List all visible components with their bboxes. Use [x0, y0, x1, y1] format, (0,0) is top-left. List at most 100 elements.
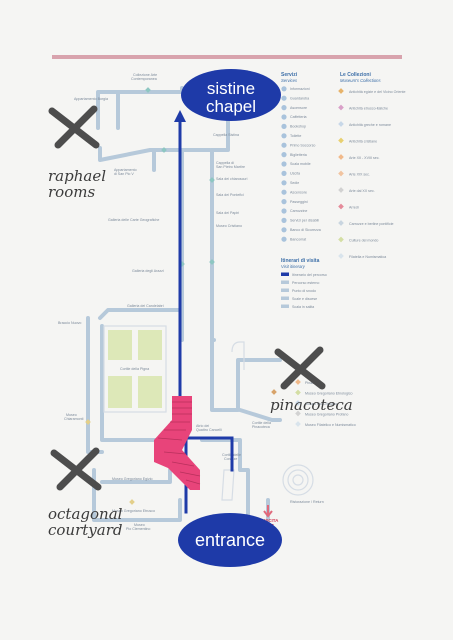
- label-museo-pio-1: Museo: [134, 523, 145, 527]
- service-icon: [281, 189, 287, 195]
- label-galleria-candelabri: Galleria dei Candelabri: [127, 304, 164, 308]
- service-label: Caffetteria: [290, 115, 307, 119]
- service-icon: [281, 180, 287, 186]
- place-labels: Collezione Arte Contemporanea Appartamen…: [58, 73, 324, 531]
- pigna-garden: [108, 330, 162, 408]
- service-item: Informazioni: [281, 86, 310, 92]
- collection-swatch: [338, 187, 344, 193]
- label-cortile-pinacoteca-2: Pinacoteca: [252, 425, 270, 429]
- sistine-label-1: sistine: [207, 79, 255, 98]
- entrance-bubble-shape: [178, 513, 282, 567]
- service-icon: [281, 161, 287, 167]
- sistine-bubble[interactable]: sistine chapel: [181, 69, 281, 121]
- museum-label: Museo Pio Cristiano: [305, 402, 337, 406]
- service-item: Biglietteria: [281, 152, 307, 158]
- label-galleria-carte: Galleria delle Carte Geografiche: [108, 218, 159, 222]
- label-sala-pontefici: Sala dei Pontefici: [216, 193, 244, 197]
- step: [163, 451, 187, 455]
- service-item: Primo Soccorso: [281, 142, 315, 148]
- raphael-label-2: rooms: [48, 183, 95, 201]
- label-appartamento-borgia: Appartamento Borgia: [74, 97, 108, 101]
- garden-tl: [108, 330, 132, 360]
- x-stroke: [56, 447, 100, 491]
- service-label: Uscita: [290, 172, 300, 176]
- service-label: Sedie: [290, 181, 299, 185]
- collection-swatch: [338, 154, 344, 160]
- label-chiaramonti-2: Chiaramonti: [64, 417, 84, 421]
- collections-subtitle: Museum's Collections: [340, 78, 382, 83]
- octagonal-label-2: courtyard: [48, 521, 122, 539]
- exit-label: USCITA: [262, 518, 279, 523]
- marker: [209, 259, 215, 265]
- service-item: Toilette: [281, 133, 301, 139]
- routes-subtitle: Visit itinerary: [281, 264, 306, 269]
- step: [179, 471, 201, 477]
- marker: [209, 177, 215, 183]
- route-label: Scala in salita: [292, 305, 314, 309]
- label-museo-etrusco: Museo Gregoriano Etrusco: [112, 509, 155, 513]
- service-item: Ascensore: [281, 189, 307, 195]
- label-appartamento-pio-1: Appartamento: [114, 168, 137, 172]
- collection-item: Antichità etrusco-italiche: [338, 104, 388, 111]
- museum-swatch: [295, 379, 301, 385]
- path-raphael: [98, 146, 212, 162]
- sistine-label-2: chapel: [206, 97, 256, 116]
- path-bottom-left: [92, 468, 182, 522]
- x-mark-octagonal-icon: [50, 447, 102, 491]
- collection-swatch: [338, 220, 344, 226]
- collection-swatch: [338, 121, 344, 127]
- spiral-outline-3: [292, 474, 304, 486]
- service-icon: [281, 142, 287, 148]
- garden-tr: [138, 330, 162, 360]
- museum-item: Museo Filatelico e Numismatico: [295, 421, 356, 427]
- stairs-steps: [157, 401, 201, 485]
- service-item: Guardaroba: [281, 95, 309, 101]
- route-label: Percorso esterno: [292, 281, 319, 285]
- step: [157, 437, 183, 441]
- collection-swatch: [338, 203, 344, 210]
- service-icon: [281, 199, 287, 205]
- label-museo-egizio: Museo Gregoriano Egizio: [112, 477, 153, 481]
- collection-swatch: [338, 104, 344, 111]
- entrance-bubble[interactable]: entrance: [178, 513, 282, 567]
- museum-swatch: [295, 389, 301, 396]
- collection-item: Culture del mondo: [338, 236, 378, 243]
- service-icon: [281, 133, 287, 139]
- collection-item: Arte dal XX sec.: [338, 187, 375, 193]
- route-item: Scale e discese: [281, 296, 317, 301]
- route-swatch: [281, 296, 289, 300]
- collection-label: Antichità egizie e del Vicino Oriente: [349, 90, 405, 94]
- raphael-label-1: raphael: [48, 167, 106, 185]
- header-bar: [52, 55, 402, 59]
- route-swatch: [281, 288, 289, 292]
- path-borgia: [96, 90, 120, 130]
- entrance-label: entrance: [195, 530, 265, 550]
- garden-br: [138, 376, 162, 408]
- service-icon: [281, 208, 287, 214]
- marker: [271, 389, 277, 395]
- service-label: Primo Soccorso: [290, 143, 315, 147]
- collection-swatch: [338, 236, 344, 243]
- route-label: Itinerario del percorso: [292, 273, 327, 277]
- collection-label: Arte XII - XVIII sec.: [349, 156, 380, 160]
- collection-item: Filatelia e Numismatica: [338, 253, 386, 259]
- museum-label: Museo Filatelico e Numismatico: [305, 423, 356, 427]
- label-museo-cristiano: Museo Cristiano: [216, 224, 242, 228]
- spiral-outline-2: [287, 469, 309, 491]
- service-label: Servizi per disabili: [290, 219, 319, 223]
- service-item: Passeggini: [281, 199, 308, 205]
- collection-label: Antichità cristiane: [349, 140, 377, 144]
- label-chiaramonti-1: Museo: [66, 413, 77, 417]
- museum-label: Museo Gregoriano Profano: [305, 413, 348, 417]
- service-icon: [281, 86, 287, 92]
- collection-label: Arte dal XX sec.: [349, 189, 375, 193]
- x-stroke: [280, 346, 324, 390]
- service-item: Bookshop: [281, 123, 306, 129]
- route-item: Percorso esterno: [281, 280, 319, 285]
- label-cappella-sistina: Cappella Sistina: [213, 133, 239, 137]
- label-collezione-arte-1: Collezione Arte: [133, 73, 157, 77]
